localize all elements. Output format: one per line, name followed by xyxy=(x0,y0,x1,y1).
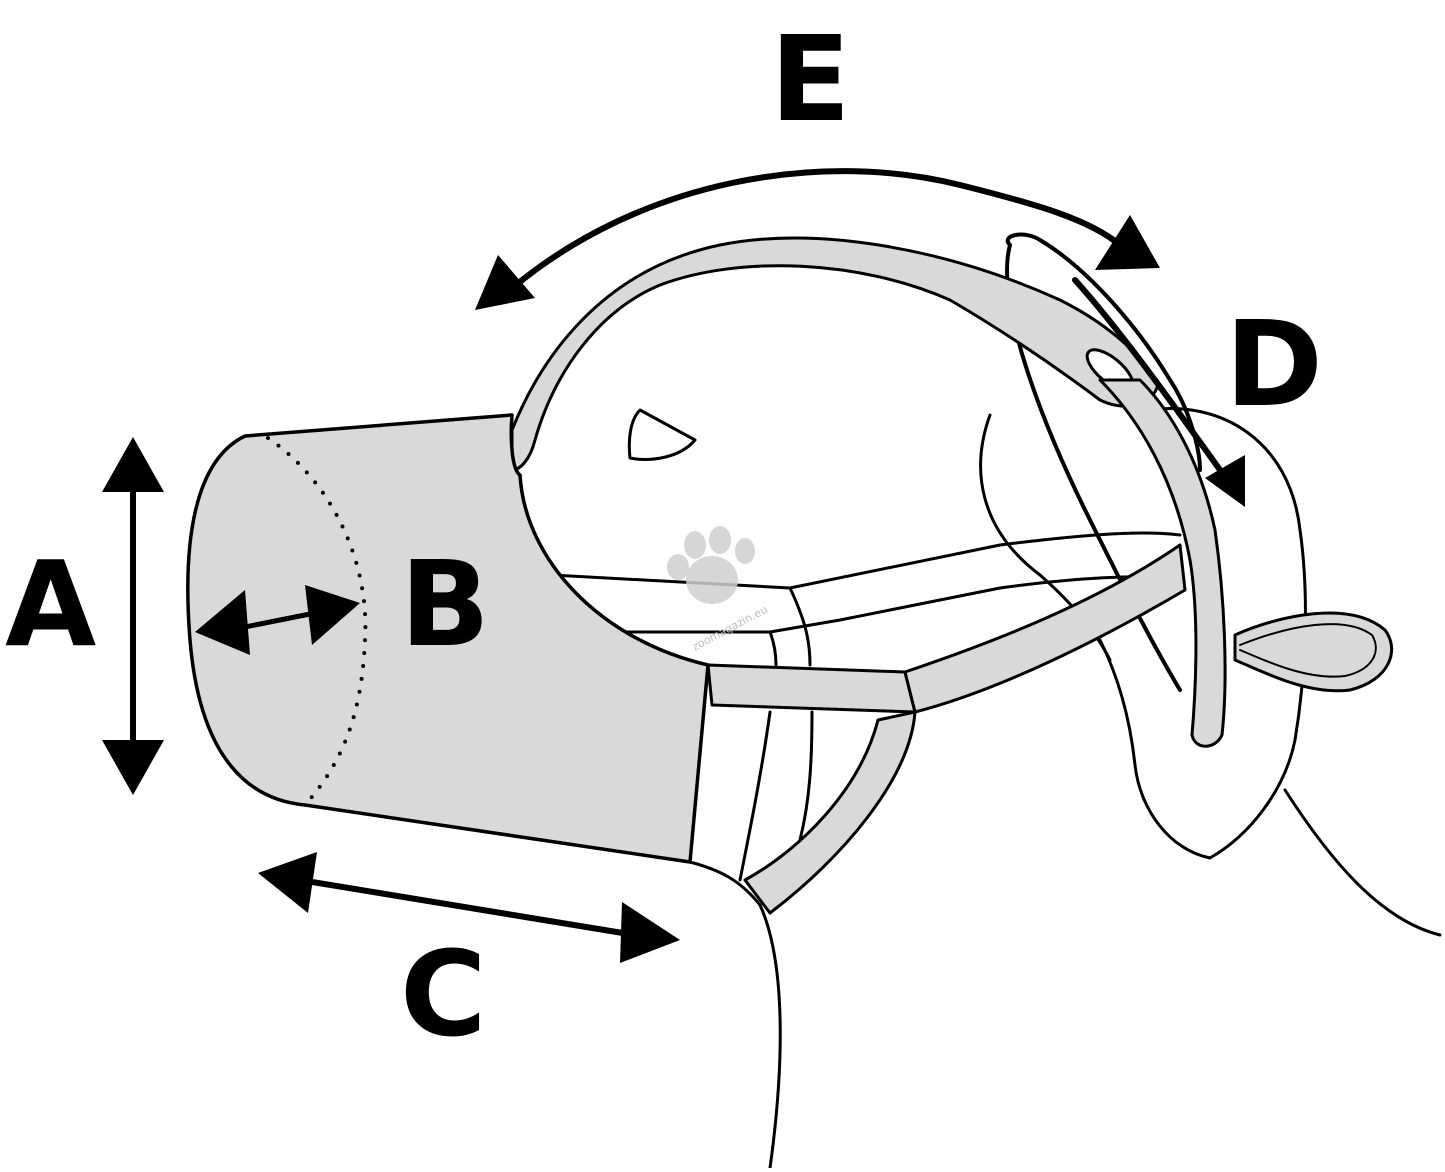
jaw-strap xyxy=(903,543,1187,714)
loop-inner xyxy=(1239,623,1377,678)
neck-line xyxy=(758,903,782,1170)
ear-outline xyxy=(1098,407,1307,860)
chin-rib-2 xyxy=(798,710,814,842)
label-A: A xyxy=(5,535,97,673)
head-strap xyxy=(510,236,1160,472)
label-C: C xyxy=(400,925,487,1063)
cage-vertical-1 xyxy=(788,586,812,667)
cage-strap-upper xyxy=(550,531,1182,590)
arrow-D-head xyxy=(1205,455,1245,507)
arrow-B-head-left xyxy=(195,590,250,655)
chin-rib-1 xyxy=(738,710,772,882)
circumference-dotted xyxy=(266,436,368,807)
arrow-B-shaft xyxy=(237,609,323,631)
cage-vertical-2 xyxy=(768,630,778,667)
arrow-E-arc xyxy=(507,168,1123,293)
chin-strap xyxy=(743,710,917,915)
arrow-E-head-left xyxy=(475,255,535,310)
arrow-B-head-right xyxy=(305,585,360,645)
label-E: E xyxy=(770,10,851,148)
arrow-E-head-right xyxy=(1095,215,1160,270)
arrow-C-shaft xyxy=(297,877,638,938)
label-B: B xyxy=(400,535,490,673)
arrow-C-head-right xyxy=(620,902,680,963)
back-neck-line xyxy=(1283,788,1442,937)
arrow-C-head-left xyxy=(258,852,317,913)
label-D: D xyxy=(1225,295,1323,433)
arrow-A-head-bottom xyxy=(102,740,164,795)
arrow-A-head-top xyxy=(102,437,164,492)
muzzle-cup xyxy=(186,413,710,864)
throat-line xyxy=(688,860,762,907)
paw-print-icon xyxy=(667,526,755,604)
arrow-D-shaft xyxy=(1072,277,1223,473)
neck-strap xyxy=(1098,378,1227,748)
eye xyxy=(627,408,697,461)
side-strap xyxy=(706,663,917,714)
